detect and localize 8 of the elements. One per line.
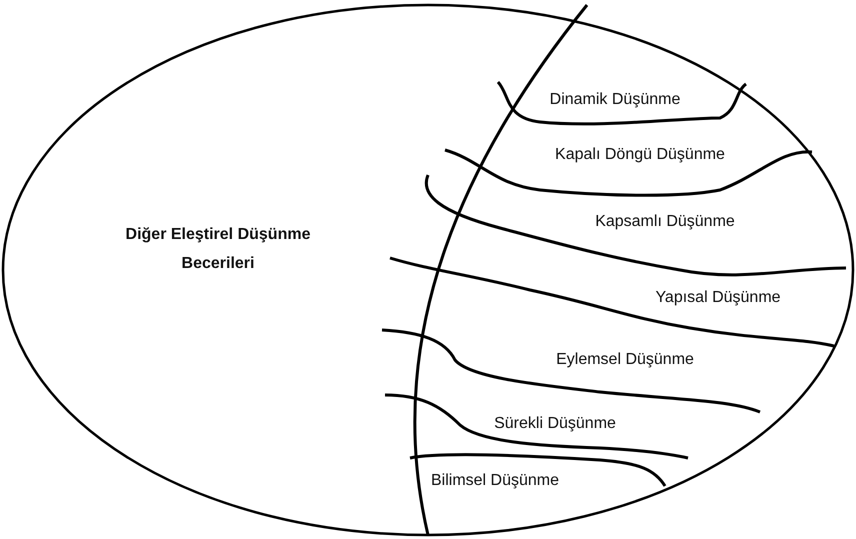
region-label: Bilimsel Düşünme — [430, 472, 560, 490]
region-label: Sürekli Düşünme — [494, 415, 616, 433]
region-label: Eylemsel Düşünme — [556, 351, 694, 369]
region-label: Yapısal Düşünme — [655, 289, 781, 307]
region-label: Dinamik Düşünme — [550, 91, 680, 109]
region-label: Diğer Eleştirel Düşünme Becerileri — [103, 221, 333, 279]
region-label: Kapalı Döngü Düşünme — [555, 146, 725, 164]
region-label: Kapsamlı Düşünme — [595, 213, 735, 231]
